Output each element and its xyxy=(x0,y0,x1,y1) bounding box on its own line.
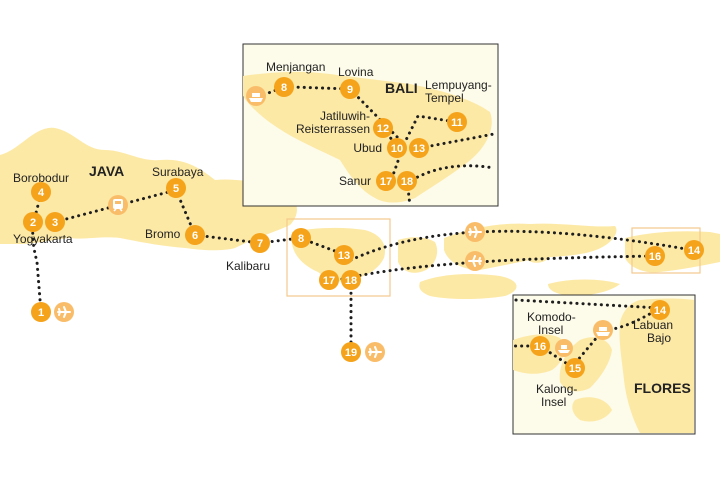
place-labuan-line2: Bajo xyxy=(647,331,671,345)
stop-7: 7 xyxy=(250,233,270,253)
stop-5: 5 xyxy=(166,178,186,198)
svg-text:14: 14 xyxy=(654,305,667,317)
svg-text:19: 19 xyxy=(345,347,357,359)
svg-text:7: 7 xyxy=(257,238,263,250)
svg-text:6: 6 xyxy=(192,230,198,242)
region-java: JAVA xyxy=(89,163,124,179)
svg-text:11: 11 xyxy=(451,117,463,129)
place-labuan-line1: Labuan xyxy=(633,318,673,332)
svg-text:16: 16 xyxy=(649,251,661,263)
plane-icon xyxy=(365,342,385,362)
bali-stop-13: 13 xyxy=(409,138,429,158)
stop-3: 3 xyxy=(45,212,65,232)
svg-text:12: 12 xyxy=(377,123,389,135)
stop-16: 16 xyxy=(645,246,665,266)
place-lovina: Lovina xyxy=(338,65,374,79)
bali-stop-10: 10 xyxy=(387,138,407,158)
bali-stop-9: 9 xyxy=(340,79,360,99)
stop-8: 8 xyxy=(291,228,311,248)
stop-13: 13 xyxy=(334,245,354,265)
flores-stop-14: 14 xyxy=(650,300,670,320)
svg-text:17: 17 xyxy=(380,176,392,188)
plane-icon xyxy=(465,251,485,271)
svg-text:17: 17 xyxy=(323,275,335,287)
place-lempuyang-line1: Lempuyang- xyxy=(425,78,492,92)
bali-stop-17: 17 xyxy=(376,171,396,191)
svg-text:14: 14 xyxy=(688,245,701,257)
ferry-icon xyxy=(555,339,573,357)
java-island xyxy=(0,127,297,251)
svg-text:18: 18 xyxy=(345,275,357,287)
bali-stop-12: 12 xyxy=(373,118,393,138)
place-komodo-line2: Insel xyxy=(538,323,563,337)
svg-text:4: 4 xyxy=(38,187,45,199)
svg-text:18: 18 xyxy=(401,176,413,188)
stop-18: 18 xyxy=(341,270,361,290)
place-lempuyang-line2: Tempel xyxy=(425,91,464,105)
svg-text:5: 5 xyxy=(173,183,179,195)
svg-text:9: 9 xyxy=(347,84,353,96)
region-bali: BALI xyxy=(385,80,418,96)
flores-stop-15: 15 xyxy=(565,358,585,378)
plane-icon xyxy=(54,302,74,322)
place-kalong-line1: Kalong- xyxy=(536,382,577,396)
svg-text:2: 2 xyxy=(30,217,36,229)
svg-text:16: 16 xyxy=(534,341,546,353)
labels: JAVA BALI FLORES Borobodur Yogyakarta Su… xyxy=(13,60,691,409)
place-komodo-line1: Komodo- xyxy=(527,310,576,324)
place-jatiluwih-line1: Jatiluwih- xyxy=(320,109,370,123)
place-sanur: Sanur xyxy=(339,174,371,188)
place-yogyakarta: Yogyakarta xyxy=(13,232,73,246)
icons xyxy=(54,86,613,362)
region-flores: FLORES xyxy=(634,380,691,396)
stop-14: 14 xyxy=(684,240,704,260)
ferry-icon xyxy=(593,320,613,340)
stop-19: 19 xyxy=(341,342,361,362)
svg-text:3: 3 xyxy=(52,217,58,229)
stop-4: 4 xyxy=(31,182,51,202)
place-menjangan: Menjangan xyxy=(266,60,325,74)
plane-icon xyxy=(465,222,485,242)
bali-locator-frame xyxy=(286,218,391,297)
svg-text:15: 15 xyxy=(569,363,581,375)
stop-markers: 1 2 3 4 5 6 7 8 13 17 18 19 16 14 8 9 11… xyxy=(23,77,704,378)
bali-stop-11: 11 xyxy=(447,112,467,132)
svg-text:8: 8 xyxy=(281,82,287,94)
svg-text:8: 8 xyxy=(298,233,304,245)
lombok-island xyxy=(398,237,438,273)
stop-6: 6 xyxy=(185,225,205,245)
place-jatiluwih-line2: Reisterrassen xyxy=(296,122,370,136)
place-ubud: Ubud xyxy=(353,141,382,155)
bali-stop-8: 8 xyxy=(274,77,294,97)
bali-stop-18: 18 xyxy=(397,171,417,191)
place-kalong-line2: Insel xyxy=(541,395,566,409)
stop-2: 2 xyxy=(23,212,43,232)
flores-island xyxy=(625,231,720,273)
ferry-icon xyxy=(246,86,266,106)
svg-text:1: 1 xyxy=(38,307,44,319)
place-borobodur: Borobodur xyxy=(13,171,69,185)
place-kalibaru: Kalibaru xyxy=(226,259,270,273)
stop-1: 1 xyxy=(31,302,51,322)
stop-17: 17 xyxy=(319,270,339,290)
place-bromo: Bromo xyxy=(145,227,181,241)
flores-stop-16: 16 xyxy=(530,336,550,356)
svg-text:10: 10 xyxy=(391,143,403,155)
svg-text:13: 13 xyxy=(413,143,425,155)
place-surabaya: Surabaya xyxy=(152,165,204,179)
svg-text:13: 13 xyxy=(338,250,350,262)
train-icon xyxy=(108,195,128,215)
